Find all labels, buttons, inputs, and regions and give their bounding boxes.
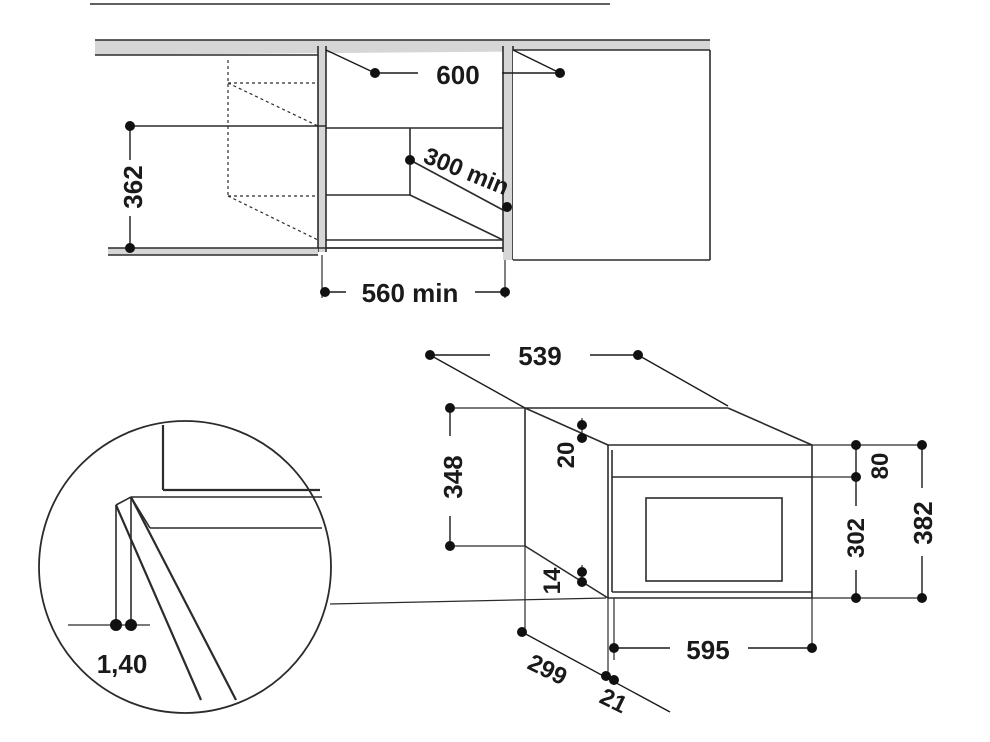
detail-door-outer — [114, 504, 203, 701]
appliance-dimension-view: 539 348 20 14 — [329, 341, 938, 719]
dim-dot — [609, 643, 619, 653]
dim-dot — [370, 68, 380, 78]
appliance-total-height-label: 382 — [908, 501, 938, 544]
cabinet-opening-label: 560 min — [362, 278, 459, 308]
detail-door-top — [115, 496, 132, 506]
appliance-bottom-offset-label: 14 — [539, 567, 566, 594]
depth-dim-left-leader — [429, 354, 526, 409]
dim-dot — [577, 420, 587, 430]
dim-dot — [609, 675, 619, 685]
gap-detail-view: 1,40 — [38, 420, 332, 714]
appliance-width-label: 595 — [686, 635, 729, 665]
width-dim-right-leader — [512, 49, 561, 74]
dim-dot — [425, 350, 435, 360]
ghost-bottom-diagonal — [227, 195, 319, 241]
dim-dot — [555, 68, 565, 78]
dim-dot — [320, 287, 330, 297]
dim-dot — [917, 440, 927, 450]
cabinet-height-label: 362 — [118, 165, 148, 208]
dim-dot — [445, 541, 455, 551]
appliance-top-left-edge — [524, 407, 609, 446]
inner-bottom-diagonal — [409, 194, 504, 241]
appliance-side-bottom-edge — [524, 545, 609, 599]
appliance-top-surface — [525, 408, 812, 445]
right-cabinet-box — [513, 50, 710, 260]
dim-dot — [445, 403, 455, 413]
ghost-top-diagonal — [227, 82, 319, 127]
detail-door-inner — [130, 496, 237, 701]
side-depth-dim-line — [521, 631, 671, 713]
cabinet-width-label: 600 — [436, 60, 479, 90]
cabinet-depth-label: 300 min — [420, 143, 513, 202]
dim-dot — [500, 287, 510, 297]
detail-circle — [38, 420, 332, 714]
dim-dot — [110, 619, 122, 631]
door-window — [645, 497, 783, 582]
appliance-panel-top-label: 80 — [867, 453, 894, 480]
dim-dot — [851, 593, 861, 603]
dim-dot — [125, 121, 135, 131]
dim-dot — [601, 671, 611, 681]
cabinet-left-side-panel — [318, 46, 326, 252]
appliance-front-height-label: 302 — [843, 518, 870, 558]
dim-dot — [633, 350, 643, 360]
detail-leader-line — [329, 597, 607, 605]
dim-dot — [502, 202, 512, 212]
appliance-top-offset-label: 20 — [553, 442, 580, 469]
appliance-depth-label: 539 — [518, 341, 561, 371]
dim-dot — [577, 577, 587, 587]
dim-dot — [405, 155, 415, 165]
cabinet-installation-view: 600 300 min 362 — [90, 3, 711, 308]
appliance-side-height-label: 348 — [438, 455, 468, 498]
dim-dot — [517, 627, 527, 637]
dim-dot — [125, 619, 137, 631]
dim-dot — [577, 567, 587, 577]
worktop-shading — [108, 248, 318, 255]
dim-dot — [125, 243, 135, 253]
dim-dot — [851, 440, 861, 450]
dim-dot — [917, 593, 927, 603]
dim-dot — [577, 433, 587, 443]
dim-dot — [807, 643, 817, 653]
width-dim-left-leader — [325, 49, 376, 74]
cabinet-right-side-panel — [503, 46, 513, 260]
depth-dim-right-leader — [637, 354, 729, 407]
depth-diagonal — [409, 159, 504, 211]
appliance-top-right-edge — [727, 407, 813, 446]
detail-gap-label: 1,40 — [97, 649, 148, 679]
